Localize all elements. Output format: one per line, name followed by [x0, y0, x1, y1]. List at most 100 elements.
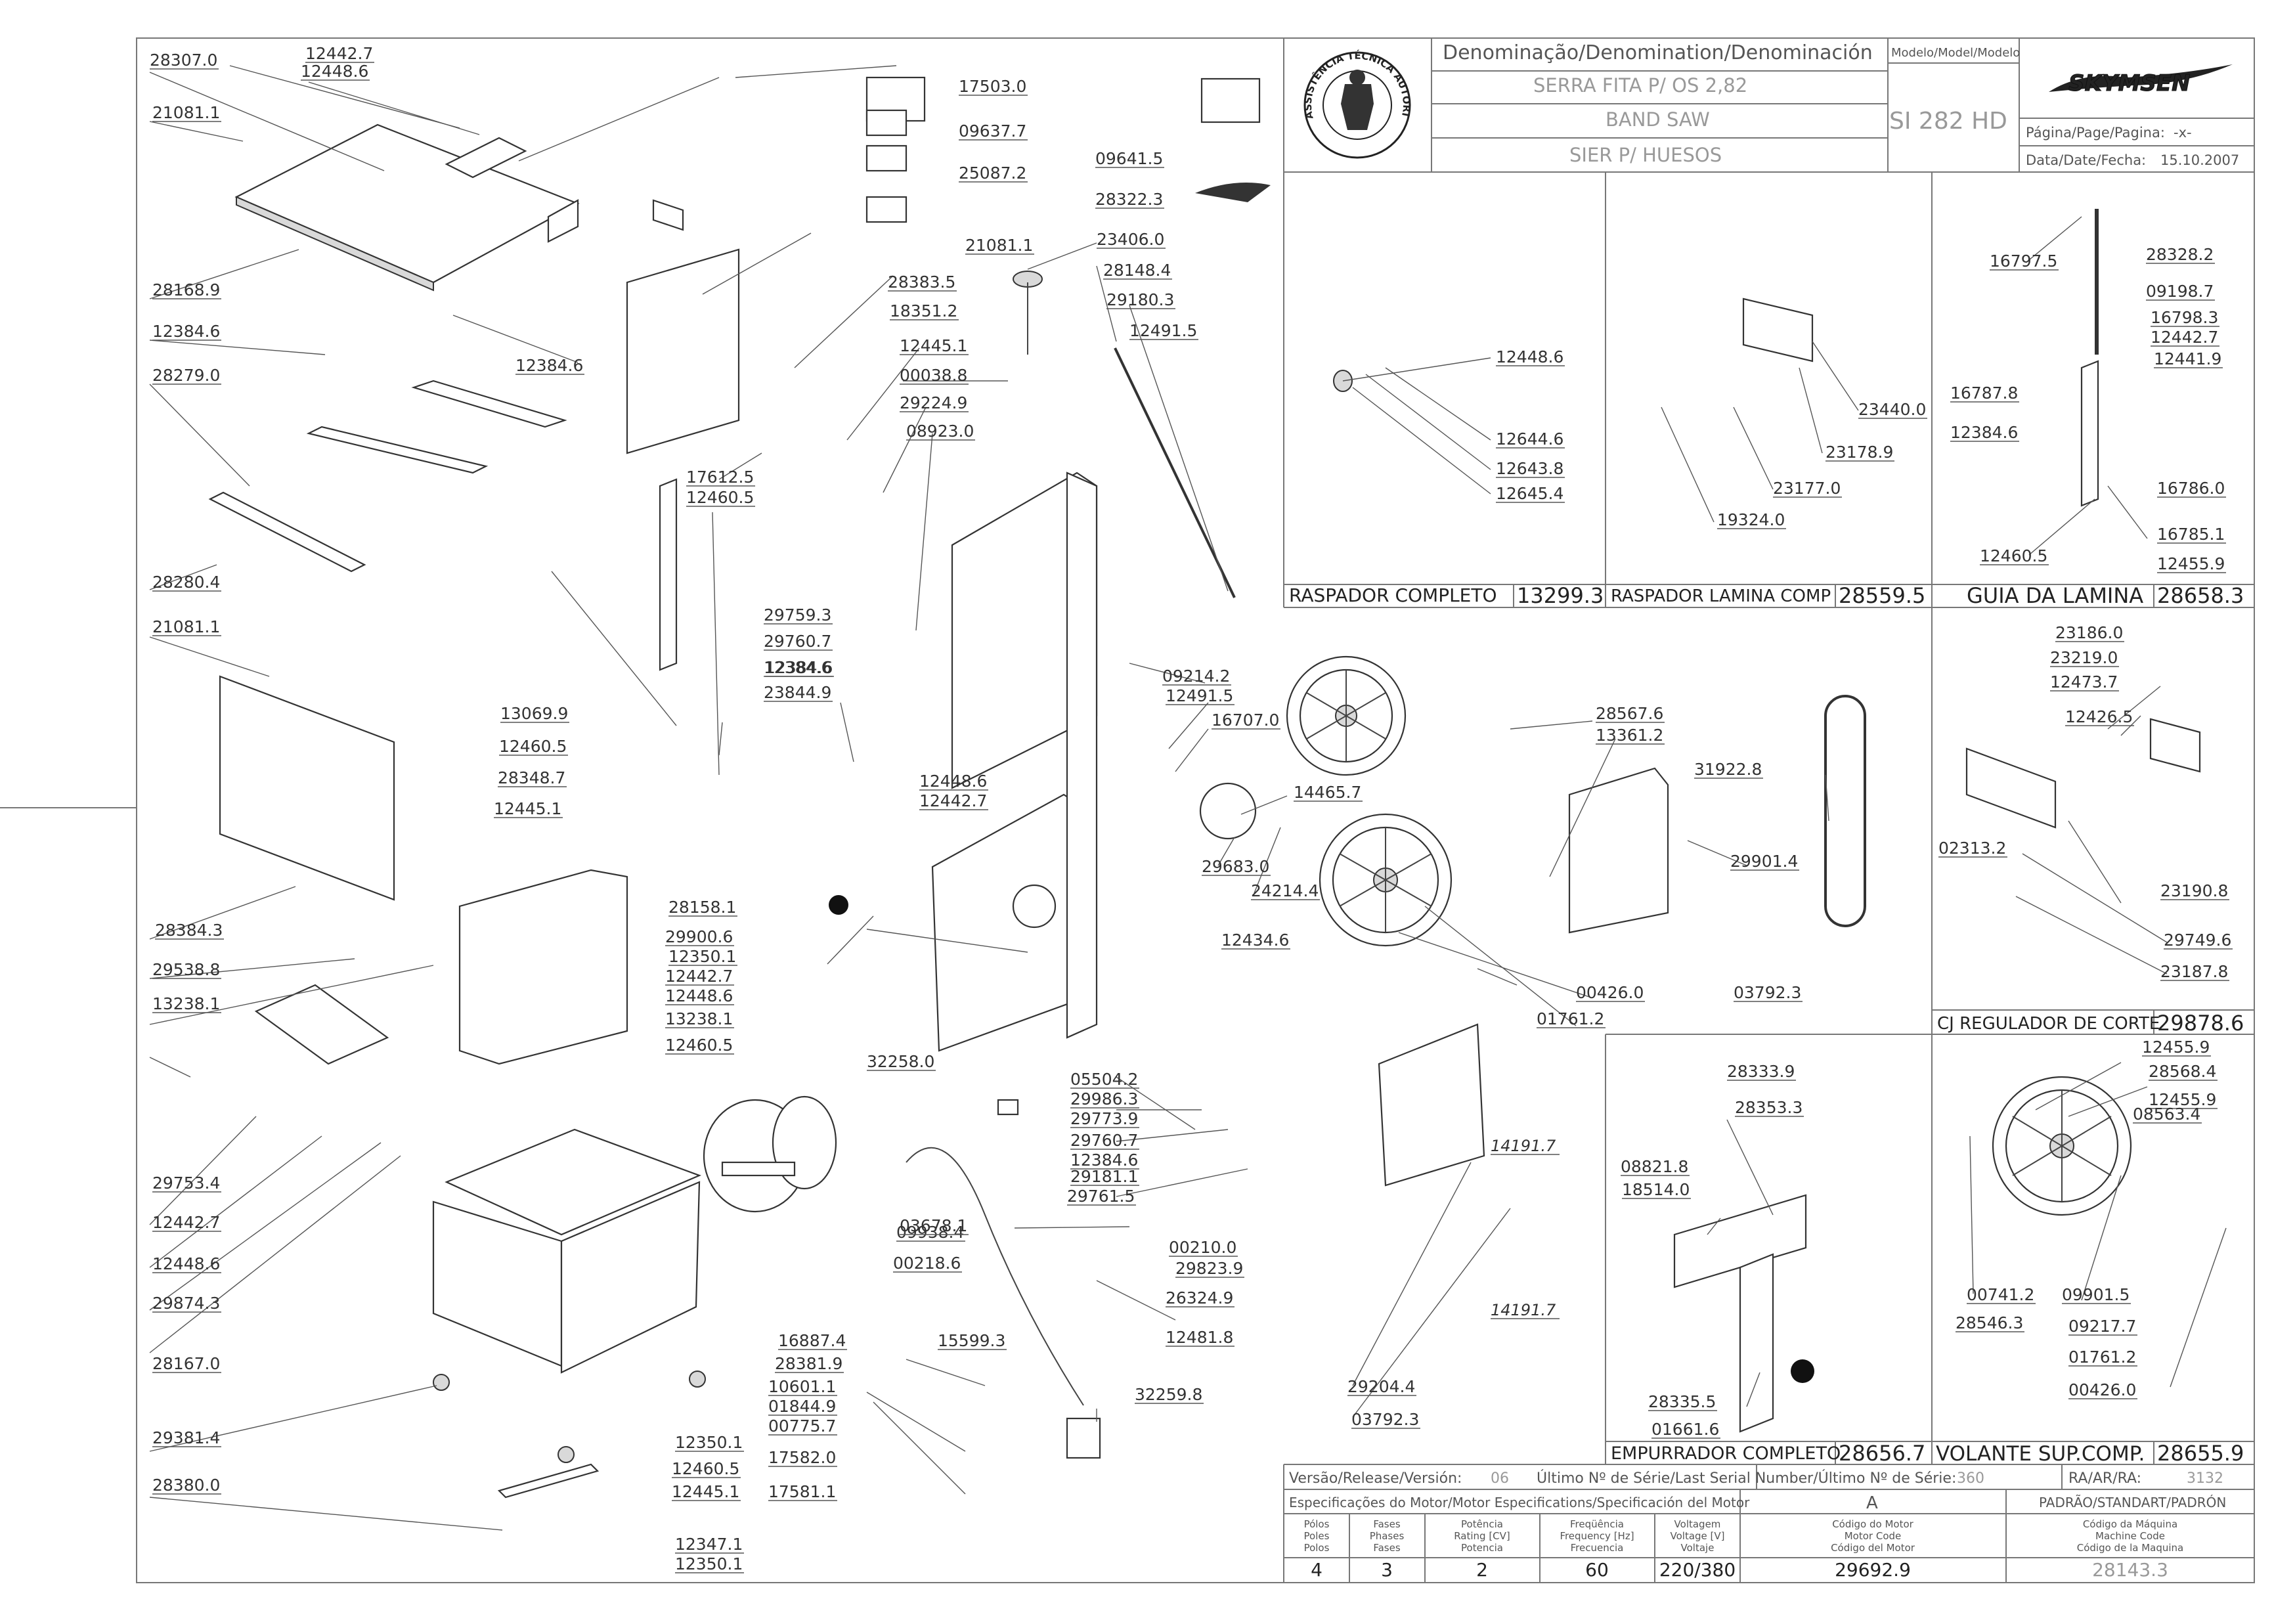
release-label: Versão/Release/Versión: — [1289, 1470, 1462, 1487]
part-label: 01844.9 — [768, 1397, 836, 1416]
volante-part-label: 01761.2 — [2068, 1348, 2136, 1367]
poles-value: 4 — [1311, 1559, 1322, 1581]
volante-title: VOLANTE SUP.COMP. — [1936, 1442, 2145, 1466]
motor-code-value: 29692.9 — [1835, 1559, 1911, 1581]
part-label: 00210.0 — [1169, 1238, 1236, 1257]
volante-part-label: 12455.9 — [2149, 1090, 2216, 1109]
part-label: 00426.0 — [1576, 983, 1644, 1002]
part-label: 29823.9 — [1175, 1259, 1243, 1278]
regulador-code: 29878.6 — [2157, 1011, 2244, 1036]
regulador-part-label: 12426.5 — [2065, 707, 2133, 726]
part-label: 28322.3 — [1095, 190, 1163, 209]
raspador-part-label: 12644.6 — [1496, 429, 1563, 449]
spec-col-frequency: Freqüência Frequency [Hz] Frecuencia 60 — [1560, 1518, 1634, 1581]
part-label: 29538.8 — [152, 960, 220, 979]
part-label: 29900.6 — [665, 927, 733, 946]
part-label: 12460.5 — [686, 488, 754, 507]
svg-text:Pólos: Pólos — [1304, 1518, 1330, 1530]
page-label: Página/Page/Pagina: — [2026, 125, 2165, 141]
spec-col-voltage: Voltagem Voltage [V] Voltaje 220/380 — [1659, 1518, 1736, 1581]
part-label: 09938.4 — [896, 1223, 964, 1242]
machine-code-value: 28143.3 — [2092, 1559, 2168, 1581]
part-label: 00218.6 — [893, 1254, 961, 1273]
upper-cover — [626, 248, 740, 454]
side-door — [219, 675, 395, 901]
raspador-lamina-part-label: 23178.9 — [1825, 443, 1893, 462]
volante-part-label: 12455.9 — [2142, 1038, 2210, 1057]
part-label: 12445.1 — [900, 336, 967, 355]
part-label: 12481.8 — [1166, 1328, 1233, 1347]
part-label: 16707.0 — [1212, 711, 1279, 730]
upper-wheel — [1286, 655, 1407, 776]
part-label: 28279.0 — [152, 366, 220, 385]
denomination-header: Denominação/Denomination/Denominación — [1443, 41, 1873, 64]
part-label: 12442.7 — [919, 791, 987, 810]
part-label: 14465.7 — [1294, 783, 1361, 802]
svg-text:Motor Code: Motor Code — [1845, 1530, 1902, 1542]
part-label: 13069.9 — [500, 704, 568, 723]
saw-blade — [1824, 695, 1866, 927]
ra-label: RA/AR/RA: — [2068, 1470, 2141, 1487]
part-label: 12442.7 — [152, 1213, 220, 1232]
part-label: 10601.1 — [768, 1377, 836, 1396]
guia-lamina-part-label: 16786.0 — [2157, 479, 2225, 498]
part-label: 01761.2 — [1537, 1009, 1604, 1028]
guia-lamina-part-label: 16787.8 — [1950, 384, 2018, 403]
raspador-lamina-code: 28559.5 — [1839, 583, 1925, 608]
svg-text:Phases: Phases — [1370, 1530, 1405, 1542]
serial-label: Último Nº de Série/Last Serial Number/Úl… — [1537, 1470, 1956, 1487]
spec-col-machine-code: Código da Máquina Machine Code Código de… — [2077, 1518, 2183, 1581]
part-label: 13361.2 — [1596, 726, 1663, 745]
part-label: 17582.0 — [768, 1448, 836, 1467]
spec-col-motor-code: Código do Motor Motor Code Código del Mo… — [1831, 1518, 1915, 1581]
part-label: 12448.6 — [665, 986, 733, 1005]
svg-text:Polos: Polos — [1304, 1542, 1330, 1554]
spec-col-phases: Fases Phases Fases 3 — [1370, 1518, 1405, 1581]
raspador-title: RASPADOR COMPLETO — [1289, 584, 1497, 606]
part-label: 32259.8 — [1135, 1385, 1202, 1404]
motor-box — [458, 869, 628, 1065]
part-label: 28348.7 — [498, 768, 565, 787]
svg-text:Poles: Poles — [1304, 1530, 1330, 1542]
part-label: 14191.7 — [1491, 1137, 1556, 1155]
empurrador-part-label: 28333.9 — [1727, 1062, 1795, 1081]
svg-text:Voltaje: Voltaje — [1681, 1542, 1715, 1554]
date-value: 15.10.2007 — [2160, 152, 2239, 168]
part-label: 28158.1 — [668, 898, 736, 917]
guia-lamina-part-label: 12441.9 — [2154, 349, 2221, 368]
part-label: 12350.1 — [675, 1433, 743, 1452]
raspador-lamina-part-label: 19324.0 — [1717, 510, 1785, 529]
guia-lamina-part-label: 12455.9 — [2157, 554, 2225, 573]
part-label: 12491.5 — [1129, 321, 1197, 340]
part-label: 12347.1 — [675, 1535, 743, 1554]
part-label: 00038.8 — [900, 366, 967, 385]
part-label: 13238.1 — [665, 1009, 733, 1028]
part-label: 03792.3 — [1734, 983, 1801, 1002]
guia-lamina-part-label: 16797.5 — [1990, 252, 2057, 271]
part-label: 18351.2 — [890, 301, 957, 320]
svg-text:Potência: Potência — [1461, 1518, 1503, 1530]
raspador-lamina-part-label: 23440.0 — [1858, 400, 1926, 419]
part-label: 21081.1 — [152, 103, 220, 122]
name-es: SIER P/ HUESOS — [1569, 144, 1722, 166]
raspador-part-label: 12643.8 — [1496, 459, 1563, 478]
rating-value: 2 — [1476, 1559, 1488, 1581]
part-label: 17581.1 — [768, 1482, 836, 1501]
label-plate-2 — [865, 109, 907, 137]
part-label: 15599.3 — [938, 1331, 1005, 1350]
part-label: 24214.4 — [1251, 881, 1319, 900]
part-label: 12460.5 — [499, 737, 567, 756]
guia-lamina-part-label: 12384.6 — [1950, 423, 2018, 442]
empurrador-part-label: 18514.0 — [1622, 1180, 1690, 1199]
regulador-part-label: 23187.8 — [2160, 962, 2228, 981]
part-label: 17612.5 — [686, 468, 754, 487]
guia-lamina-part-label: 28328.2 — [2146, 245, 2214, 264]
part-label: 12434.6 — [1221, 931, 1289, 950]
svg-text:Machine Code: Machine Code — [2095, 1530, 2165, 1542]
svg-text:Código del Motor: Código del Motor — [1831, 1542, 1915, 1554]
motor-spec-header: Especificações do Motor/Motor Especifica… — [1289, 1495, 1750, 1510]
part-label: 28307.0 — [150, 51, 217, 70]
part-label: 09637.7 — [959, 121, 1026, 141]
skymsen-logo: SKYMSEN — [2049, 64, 2233, 97]
